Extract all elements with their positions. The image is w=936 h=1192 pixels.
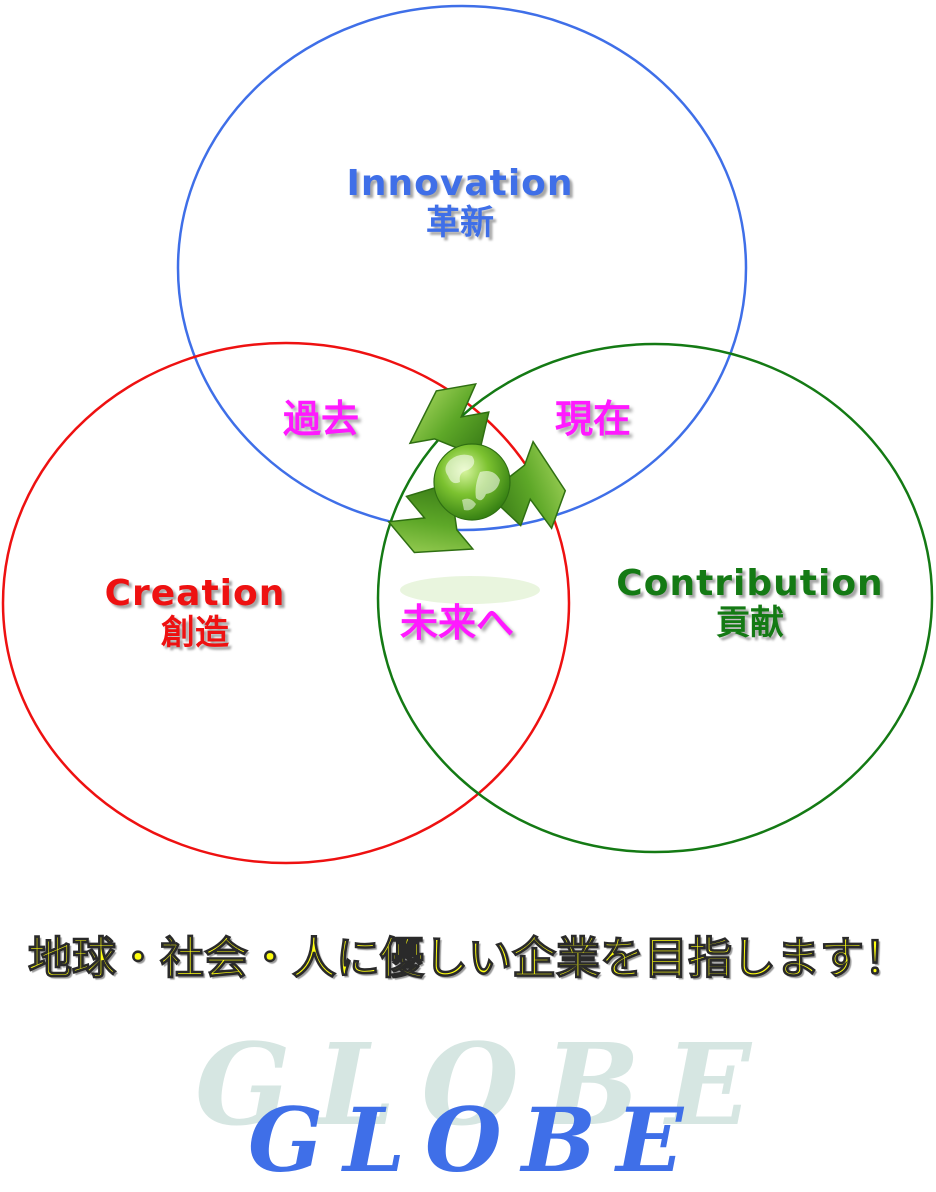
keyword-past: 過去	[283, 397, 360, 441]
logo-main-text: GLOBE	[248, 1088, 704, 1192]
contribution-label: Contribution 貢献	[580, 563, 920, 643]
contribution-title-jp: 貢献	[716, 603, 784, 644]
innovation-circle	[176, 4, 748, 532]
keyword-future: 未来へ	[400, 601, 515, 645]
keyword-present: 現在	[555, 397, 632, 441]
creation-title-en: Creation	[104, 573, 286, 614]
innovation-title-jp: 革新	[426, 203, 494, 244]
creation-circle	[1, 341, 571, 865]
slogan: 地球・社会・人に優しい企業を目指します！	[27, 932, 908, 984]
creation-label: Creation 創造	[40, 573, 350, 653]
logo-shadow-text: GLOBE	[195, 1020, 777, 1151]
recycle-globe-icon	[387, 382, 567, 604]
creation-title-jp: 創造	[161, 613, 229, 654]
contribution-circle	[376, 342, 934, 854]
innovation-label: Innovation 革新	[280, 163, 640, 243]
innovation-title-en: Innovation	[346, 163, 574, 204]
contribution-title-en: Contribution	[616, 563, 884, 604]
